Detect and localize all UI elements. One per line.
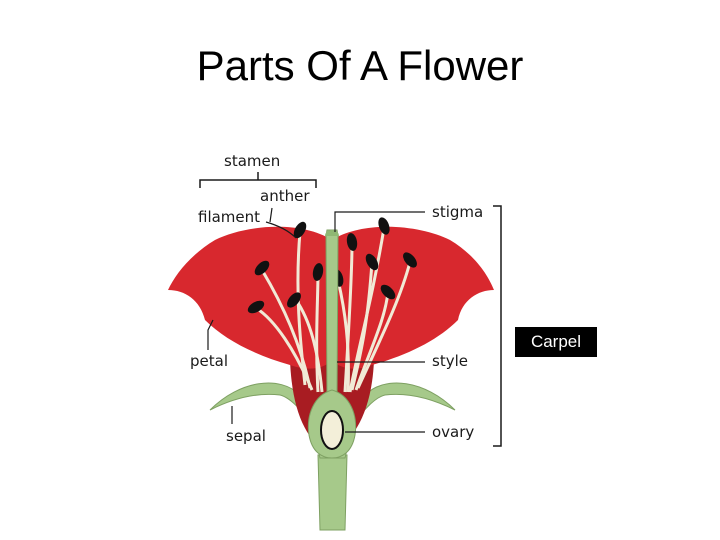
label-petal: petal (190, 352, 228, 370)
label-filament: filament (198, 208, 260, 226)
slide-title: Parts Of A Flower (196, 42, 524, 89)
style (325, 229, 339, 401)
ovule (320, 410, 344, 450)
carpel-bracket (493, 205, 502, 447)
leader-lines (207, 207, 425, 433)
label-sepal: sepal (226, 427, 266, 445)
label-stamen: stamen (224, 152, 280, 170)
label-anther: anther (260, 187, 310, 205)
label-ovary: ovary (432, 423, 474, 441)
stamen-bracket (199, 172, 317, 188)
label-style: style (432, 352, 468, 370)
petal-left (168, 226, 332, 369)
carpel-label: Carpel (515, 327, 597, 357)
anthers (247, 217, 417, 314)
filaments (255, 227, 412, 393)
label-stigma: stigma (432, 203, 483, 221)
stem (317, 454, 348, 531)
